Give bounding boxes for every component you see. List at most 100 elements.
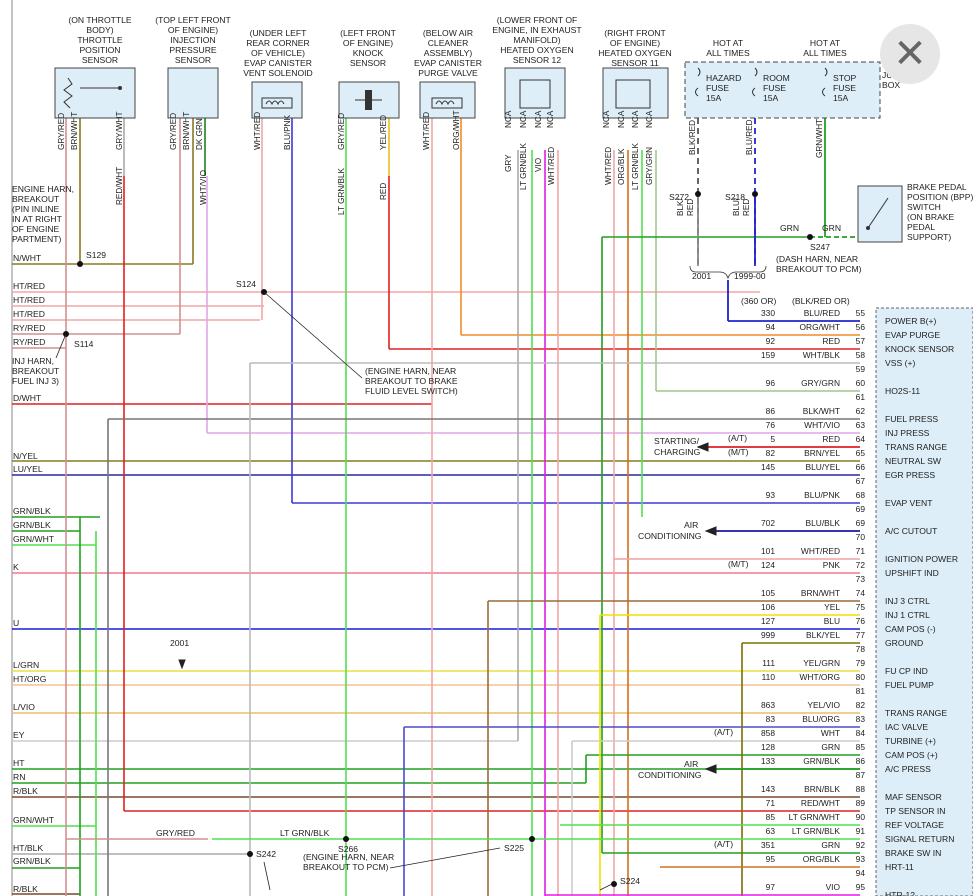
- junction-box-label: BOX: [882, 80, 900, 90]
- pcm-header-label: (360 OR): [741, 296, 776, 306]
- pin-number: 66: [856, 462, 866, 472]
- fuse-label: STOP: [833, 73, 857, 83]
- pin-function-label: VSS (+): [885, 358, 915, 368]
- wire-color-label: BLK/RED: [688, 120, 697, 155]
- component-label: KNOCK: [353, 48, 384, 58]
- pin-color: ORG/BLK: [803, 854, 841, 864]
- splice-label: S272: [669, 192, 689, 202]
- splice-label: S114: [74, 339, 94, 349]
- close-button[interactable]: ✕: [880, 24, 940, 84]
- brake-switch-label: BRAKE PEDAL: [907, 182, 967, 192]
- component-label: CLEANER: [428, 38, 469, 48]
- note-label: (ENGINE HARN, NEAR: [365, 366, 456, 376]
- pin-color: LT GRN/BLK: [792, 826, 841, 836]
- fuse-box: [684, 61, 881, 119]
- pin-function-label: TURBINE (+): [885, 736, 936, 746]
- wire-color-label: BLU/: [732, 197, 741, 216]
- wire-color-label: RED/WHT: [115, 167, 124, 205]
- pcm-connector: [875, 307, 973, 896]
- wire-color-label: NCA: [504, 110, 513, 128]
- pin-number: 79: [856, 658, 866, 668]
- wire-color-label: NCA: [631, 110, 640, 128]
- component-label: VENT SOLENOID: [243, 68, 313, 78]
- pin-number: 95: [856, 882, 866, 892]
- pin-color: WHT/ORG: [800, 672, 840, 682]
- left-wire-label: U: [13, 618, 19, 628]
- wire-color-label: GRY/RED: [337, 113, 346, 150]
- pin-function-label: BRAKE SW IN: [885, 848, 941, 858]
- wire-color-label: WHT/RED: [422, 112, 431, 150]
- pin-function-label: SIGNAL RETURN: [885, 834, 954, 844]
- component-label: (LEFT FRONT: [340, 28, 396, 38]
- wire-color-label: BRN/WHT: [70, 112, 79, 150]
- component-label: OF ENGINE): [343, 38, 393, 48]
- year-label: 2001: [692, 271, 711, 281]
- tag-label: (A/T): [728, 433, 747, 443]
- fuse-label: 15A: [833, 93, 849, 103]
- component-label: POSITION: [79, 45, 120, 55]
- brake-switch-label: SUPPORT): [907, 232, 951, 242]
- left-wire-label: RY/RED: [13, 337, 45, 347]
- brake-switch-label: POSITION (BPP): [907, 192, 973, 202]
- evap-purge-valve-box: [419, 81, 476, 119]
- component-label: ENGINE, IN EXHAUST: [492, 25, 582, 35]
- pin-color: YEL: [824, 602, 840, 612]
- wire-color-label: DK GRN: [195, 118, 204, 150]
- brake-switch-label: SWITCH: [907, 202, 941, 212]
- component-label: (TOP LEFT FRONT: [155, 15, 231, 25]
- pin-color: GRN: [821, 742, 840, 752]
- wire-color-label: LT GRN/BLK: [631, 142, 640, 190]
- pin-circuit: 105: [761, 588, 775, 598]
- year-label: 1999-00: [734, 271, 766, 281]
- wire-color-label: WHT/RED: [253, 112, 262, 150]
- component-label: (RIGHT FRONT: [604, 28, 666, 38]
- component-label: ASSEMBLY): [424, 48, 473, 58]
- pin-number: 84: [856, 728, 866, 738]
- left-wire-label: L/VIO: [13, 702, 35, 712]
- note-label: PARTMENT): [12, 234, 61, 244]
- pin-color: BRN/YEL: [804, 448, 840, 458]
- note-label: FLUID LEVEL SWITCH): [365, 386, 458, 396]
- pin-color: BLU/BLK: [806, 518, 841, 528]
- wire-color-label: LT GRN/BLK: [337, 167, 346, 215]
- pin-function-label: KNOCK SENSOR: [885, 344, 954, 354]
- pin-circuit: 128: [761, 742, 775, 752]
- pin-circuit: 96: [766, 378, 776, 388]
- pin-function-label: NEUTRAL SW: [885, 456, 942, 466]
- note-label: BREAKOUT: [12, 194, 60, 204]
- component-label: HEATED OXYGEN: [500, 45, 573, 55]
- pin-function-label: A/C PRESS: [885, 764, 931, 774]
- pin-circuit: 83: [766, 714, 776, 724]
- wire-color-label: NCA: [602, 110, 611, 128]
- left-wire-label: LU/YEL: [13, 464, 43, 474]
- pin-circuit: 702: [761, 518, 775, 528]
- component-label: EVAP CANISTER: [244, 58, 312, 68]
- left-wire-label: K: [13, 562, 19, 572]
- pin-circuit: 92: [766, 336, 776, 346]
- pin-function-label: IGNITION POWER: [885, 554, 958, 564]
- note-label: BREAKOUT TO PCM): [303, 862, 389, 872]
- component-label: (UNDER LEFT: [250, 28, 308, 38]
- pin-number: 92: [856, 840, 866, 850]
- pin-function-label: INJ 1 CTRL: [885, 610, 930, 620]
- pin-function-label: A/C CUTOUT: [885, 526, 938, 536]
- left-wire-label: L/GRN: [13, 660, 39, 670]
- component-label: SENSOR: [82, 55, 118, 65]
- left-wire-label: HT/ORG: [13, 674, 47, 684]
- pin-number: 72: [856, 560, 866, 570]
- pin-number: 58: [856, 350, 866, 360]
- pin-color: ORG/WHT: [800, 322, 840, 332]
- pin-number: 60: [856, 378, 866, 388]
- air-conditioning-label: CONDITIONING: [638, 531, 702, 541]
- pin-number: 83: [856, 714, 866, 724]
- left-wire-label: RY/RED: [13, 323, 45, 333]
- fuse-label: ROOM: [763, 73, 790, 83]
- left-wire-label: GRN/WHT: [13, 815, 55, 825]
- pin-number: 59: [856, 364, 866, 374]
- pin-function-label: HRT-11: [885, 862, 914, 872]
- hot-label: ALL TIMES: [706, 48, 750, 58]
- pin-color: BLU/RED: [804, 308, 840, 318]
- component-label: (ON THROTTLE: [68, 15, 132, 25]
- wire-color-label: BLU/RED: [745, 119, 754, 155]
- left-wire-label: HT/RED: [13, 309, 45, 319]
